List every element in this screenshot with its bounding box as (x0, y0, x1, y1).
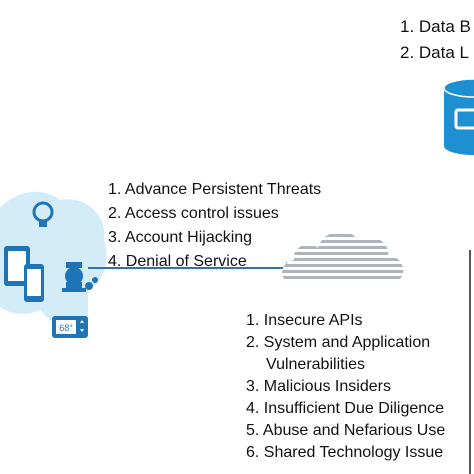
database-icon (443, 78, 474, 155)
water-meter-icon (62, 262, 98, 292)
attack-threat-item: 3. Account Hijacking (108, 229, 253, 246)
attack-threat-item: 1. Advance Persistent Threats (108, 181, 322, 198)
tablet-icon (4, 246, 30, 286)
cloud-threat-item: 6. Shared Technology Issue (246, 444, 444, 461)
cloud-threat-item-continuation: Vulnerabilities (266, 356, 366, 373)
cloud-threat-item: 3. Malicious Insiders (246, 378, 391, 395)
cloud-threat-item: 2. System and Application (246, 334, 431, 351)
data-threat-list: 1. Data B 2. Data L (400, 14, 471, 66)
phone-icon (24, 264, 44, 302)
cloud-threat-item: 1. Insecure APIs (246, 312, 363, 329)
cloud-icon (282, 231, 404, 282)
data-threat-item: 2. Data L (400, 43, 469, 62)
cloud-threat-item: 5. Abuse and Nefarious Use (246, 422, 446, 439)
cloud-threat-list: 1. Insecure APIs 2. System and Applicati… (246, 310, 445, 464)
data-threat-item: 1. Data B (400, 17, 471, 36)
iot-devices-group: 68° (0, 191, 107, 338)
lightbulb-icon (32, 201, 54, 227)
thermostat-reading: 68° (59, 323, 73, 333)
attack-threat-item: 4. Denial of Service (108, 253, 247, 270)
attack-threat-list: 1. Advance Persistent Threats 2. Access … (108, 178, 321, 274)
connection-arrow (88, 262, 297, 274)
thermostat-icon: 68° (52, 316, 88, 338)
right-connector-line (469, 250, 471, 474)
cloud-threat-item: 4. Insufficient Due Diligence (246, 400, 445, 417)
attack-threat-item: 2. Access control issues (108, 205, 279, 222)
